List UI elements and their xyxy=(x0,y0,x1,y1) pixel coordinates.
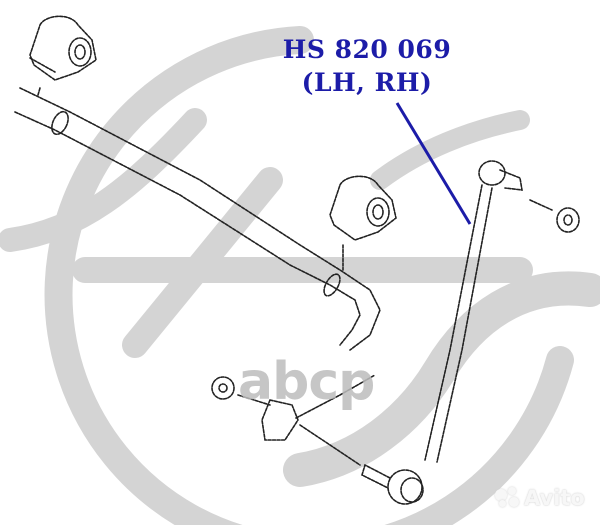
link-lower-nut xyxy=(211,376,271,406)
abcp-watermark: abcp xyxy=(238,352,375,412)
callout-leader-line xyxy=(395,102,472,225)
bracket xyxy=(261,374,376,466)
logo-stroke-upper xyxy=(370,110,530,190)
avito-logo-icon xyxy=(495,487,521,509)
stabilizer-bushing-right xyxy=(329,175,397,241)
logo-flourish-left xyxy=(0,108,207,252)
logo-ring-arc xyxy=(44,26,574,525)
part-number-callout: HS 820 069 (LH, RH) xyxy=(262,33,472,99)
stabilizer-bushing-left xyxy=(29,15,97,81)
part-side: (LH, RH) xyxy=(301,68,433,97)
logo-swoosh-right xyxy=(283,271,600,487)
avito-text: Avito xyxy=(524,486,585,510)
link-upper-nut xyxy=(529,199,580,233)
avito-watermark: Avito xyxy=(495,486,585,510)
stabilizer-link xyxy=(361,160,523,505)
bushing-left-guide xyxy=(37,87,41,96)
stabilizer-bar xyxy=(14,87,381,351)
part-number: HS 820 069 xyxy=(282,35,452,64)
